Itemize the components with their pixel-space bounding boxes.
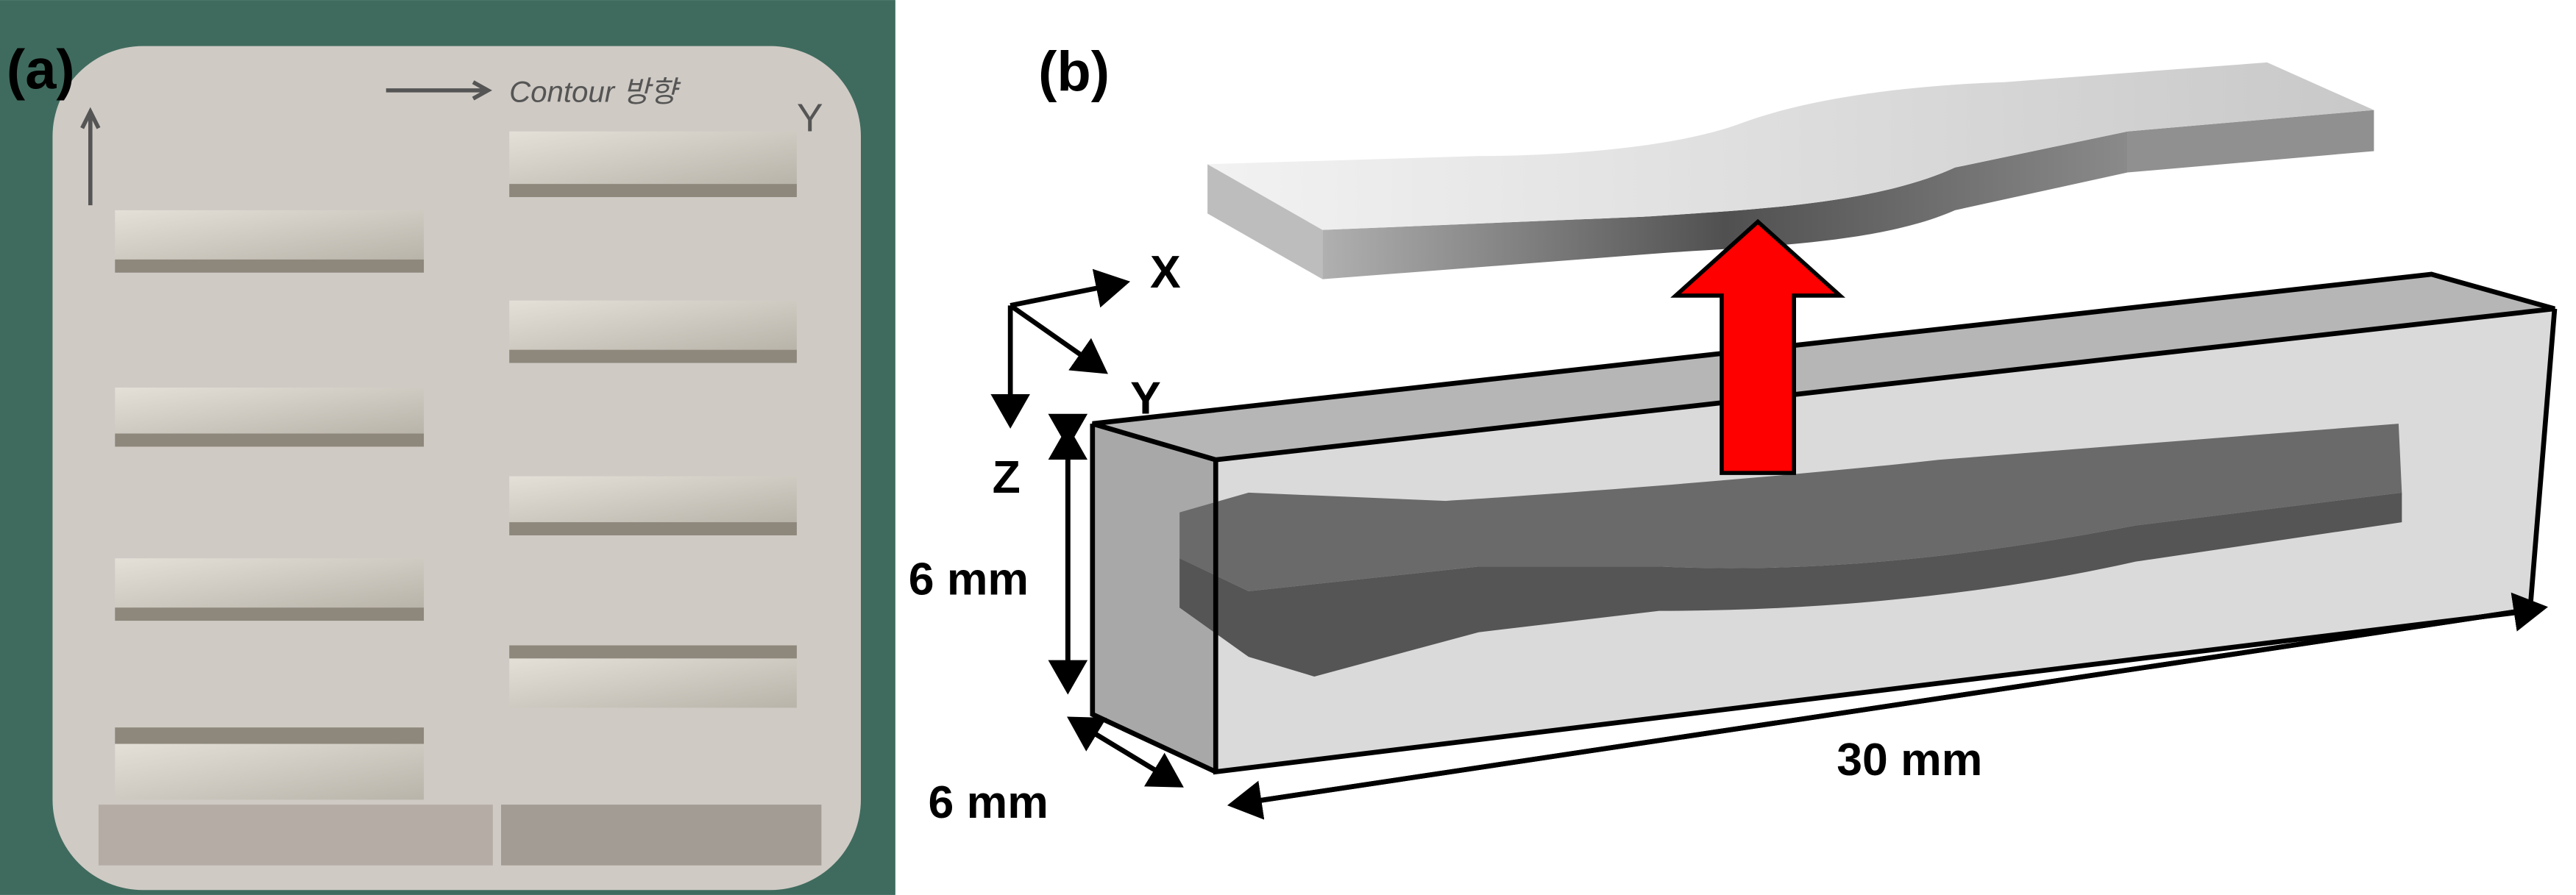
specimen-block [115, 210, 425, 273]
depth-dimension-label: 6 mm [929, 777, 1049, 828]
build-block-transparent [1090, 271, 2558, 775]
length-dimension-label: 30 mm [1837, 734, 1982, 785]
specimen-blocks [115, 131, 797, 800]
handwriting [80, 80, 492, 206]
axis-x-label: X [1150, 246, 1181, 298]
handwritten-y: Y [797, 96, 823, 140]
coordinate-axes [990, 268, 1131, 429]
axis-y-label: Y [1130, 373, 1161, 424]
extraction-arrow [1670, 218, 1845, 475]
specimen-block [115, 727, 425, 800]
panel-a-label: (a) [7, 39, 75, 101]
specimen-block [509, 476, 797, 535]
panel-b-label: (b) [1038, 40, 1110, 103]
height-dimension-label: 6 mm [909, 553, 1029, 605]
redaction-box [98, 805, 493, 866]
specimen-block [509, 645, 797, 708]
axis-z-label: Z [993, 452, 1021, 503]
redaction-box [500, 805, 822, 866]
specimen-block [115, 558, 425, 621]
tensile-specimen-extracted [1207, 62, 2374, 279]
specimen-block [115, 388, 425, 447]
panel-b-diagram: (b) X Y Z [909, 40, 2558, 828]
panel-a-photo: Contour 방향 Y (a) [0, 0, 895, 895]
specimen-block [509, 300, 797, 363]
embedded-specimen [1179, 424, 2402, 591]
specimen-block [509, 131, 797, 198]
handwritten-note: Contour 방향 [509, 75, 681, 108]
dimension-arrows [1048, 413, 2548, 820]
